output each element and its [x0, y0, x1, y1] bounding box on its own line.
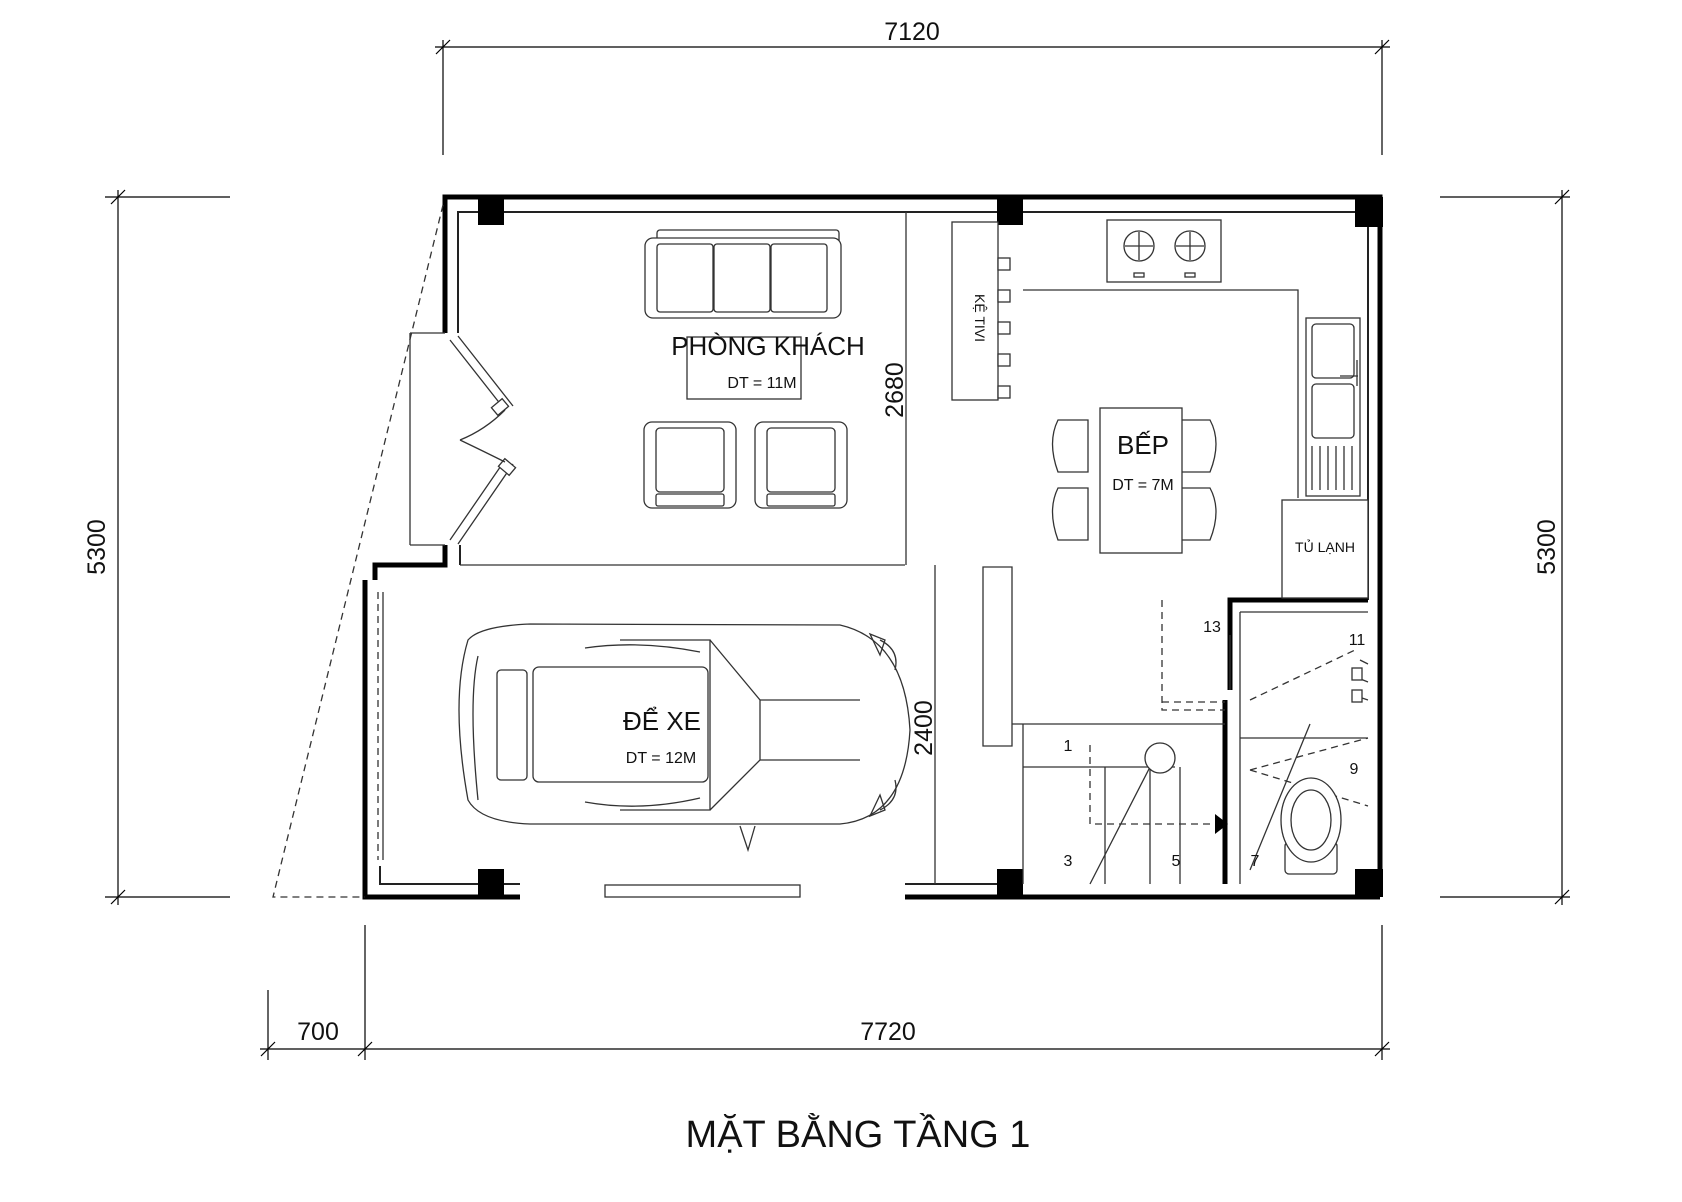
dim-living-depth: 2680 [881, 362, 909, 418]
stair-step-13: 13 [1203, 619, 1221, 636]
toilet [1280, 659, 1369, 875]
dim-right-height: 5300 [1533, 519, 1561, 575]
fridge-label: TỦ LẠNH [1295, 538, 1355, 555]
stove [1106, 219, 1222, 283]
dim-left-height: 5300 [83, 519, 111, 575]
garage-label: ĐỂ XE [623, 706, 701, 736]
stair-step-9: 9 [1350, 761, 1359, 778]
armchair-left [643, 421, 737, 509]
tv-shelf-label: KỆ TIVI [972, 294, 988, 342]
car: ĐỂ XE DT = 12M [458, 623, 911, 853]
living-room-label: PHÒNG KHÁCH [671, 331, 865, 361]
living-room-area: DT = 11M [727, 375, 796, 392]
dim-top-width: 7120 [884, 18, 940, 46]
entrance-area [272, 204, 517, 898]
sofa [644, 229, 842, 319]
living-room: PHÒNG KHÁCH DT = 11M 2680 [643, 229, 909, 509]
stair-step-1: 1 [1064, 738, 1073, 755]
stair-step-7: 7 [1251, 853, 1260, 870]
walls [362, 194, 1383, 900]
dining-table: BẾP DT = 7M [1051, 407, 1217, 554]
dimension-bottom: 700 7720 [260, 925, 1390, 1060]
stair-step-5: 5 [1172, 853, 1181, 870]
sink [1305, 317, 1361, 497]
dimension-left: 5300 [83, 189, 230, 905]
garage-area: DT = 12M [626, 750, 696, 767]
dim-garage-depth: 2400 [910, 700, 938, 756]
dimension-right: 5300 [1440, 189, 1570, 905]
dimension-top: 7120 [435, 18, 1390, 155]
coffee-table [686, 336, 802, 400]
tv-shelf: KỆ TIVI [951, 221, 1011, 401]
kitchen: BẾP DT = 7M TỦ LẠNH [1023, 219, 1369, 599]
columns [478, 197, 1383, 897]
dim-bottom-offset: 700 [297, 1018, 339, 1046]
dim-bottom-width: 7720 [860, 1018, 916, 1046]
stair-step-11: 11 [1349, 632, 1366, 649]
garage: ĐỂ XE DT = 12M 2400 [458, 623, 938, 853]
fridge: TỦ LẠNH [1281, 499, 1369, 599]
kitchen-label: BẾP [1117, 430, 1169, 460]
armchair-right [754, 421, 848, 509]
stair-step-3: 3 [1064, 853, 1073, 870]
plan-title: MẶT BẰNG TẦNG 1 [686, 1112, 1031, 1156]
kitchen-area: DT = 7M [1112, 477, 1174, 494]
